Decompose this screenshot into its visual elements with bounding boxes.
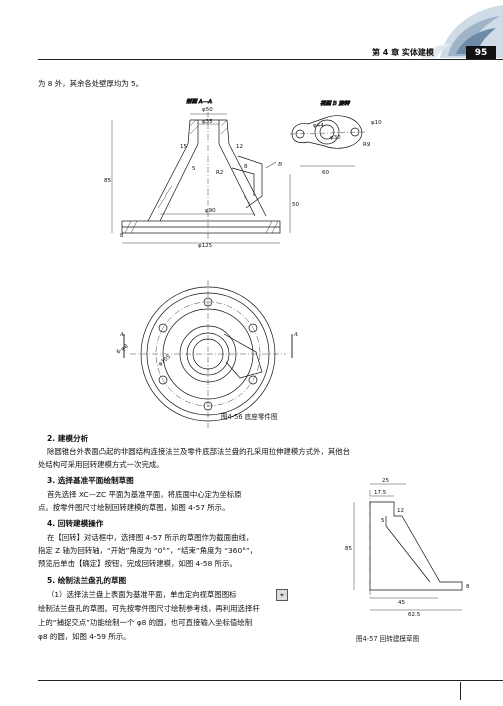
page-number: 95: [466, 46, 496, 60]
dim-d125: φ125: [198, 243, 213, 249]
header-rule: [38, 59, 503, 60]
para-revolve-1: 在【回转】对话框中，选择图 4-57 所示的草图作为截面曲线，: [47, 533, 254, 542]
heading-sketch-plane: 3. 选择基准平面绘制草图: [47, 476, 134, 485]
heading-modeling-analysis: 2. 建模分析: [47, 434, 89, 443]
dim-d35: φ35: [202, 119, 213, 125]
dim-d30: φ30: [330, 135, 341, 141]
para-plane-2: 点。按零件图尺寸绘制回转建模的草图，如图 4-57 所示。: [38, 503, 230, 512]
dim-v8: 8: [244, 164, 248, 170]
figure-4-56-caption: 图4-56 底座零件图: [221, 413, 278, 421]
dim-h50: 50: [292, 202, 299, 208]
dim-d10: φ10: [371, 120, 382, 126]
dim-w62-5: 62.5: [408, 612, 421, 618]
para-holes-3: 上的“捕捉交点”功能绘制一个 φ8 的圆，也可直接输入坐标值绘制: [38, 618, 253, 627]
footer-mark: [460, 682, 461, 700]
dim-r9: R9: [363, 142, 371, 148]
section-label: 剖面 A—A: [186, 98, 212, 105]
para-holes-1: （1）选择法兰盘上表面为基准平面，单击定向视草图图标: [47, 590, 237, 599]
para-revolve-2: 指定 Z 轴为回转轴，“开始”角度为 “0°”，“结束”角度为 “360°”，: [38, 546, 258, 555]
dim-r2: R2: [216, 170, 223, 176]
dim-d44: φ44: [313, 123, 324, 129]
dim-h85: 85: [104, 178, 111, 184]
heading-revolve: 4. 回转建模操作: [47, 519, 104, 528]
dim-w45: 45: [398, 600, 405, 606]
para-plane-1: 首先选择 XC—ZC 平面为基准平面，将底面中心定为坐标原: [47, 490, 242, 499]
dim-v12: 12: [236, 144, 243, 150]
dim-v8: 8: [466, 584, 470, 590]
dim-w17-5: 17.5: [374, 490, 387, 496]
dim-v12: 12: [397, 508, 404, 514]
figure-4-56: 剖面 A—A φ50 φ35 φ90 φ125 85 50 15 12 R2 5…: [104, 98, 382, 428]
page-header: 第 4 章 实体建模 95: [0, 0, 503, 62]
figure-4-57-caption: 图4-57 回转建模草图: [356, 635, 420, 643]
dim-v15: 15: [180, 144, 187, 150]
wave-decoration: [420, 5, 503, 58]
view-b-label: 视图 B 旋转: [320, 100, 351, 107]
footer-rule: [38, 680, 503, 681]
dim-h85: 85: [345, 546, 352, 552]
heading-flange-holes: 5. 绘制法兰盘孔的草图: [47, 576, 127, 585]
dim-d50: φ50: [202, 107, 213, 113]
section-mark-a-right: A: [293, 332, 298, 338]
dim-d105: φ105: [157, 354, 172, 368]
intro-line: 为 8 外，其余各处壁厚均为 5。: [38, 79, 144, 88]
dim-holes: 6-φ8: [116, 343, 130, 355]
dim-w60: 60: [322, 170, 329, 176]
figure-4-57: 25 17.5 85 12 5 8 45 62.5: [345, 478, 470, 618]
view-arrow-b: B: [277, 162, 282, 168]
dim-v8-base: 8: [120, 233, 124, 239]
para-revolve-3: 预览后单击【确定】按钮，完成回转建模，如图 4-58 所示。: [38, 559, 237, 568]
chapter-title: 第 4 章 实体建模: [372, 48, 434, 57]
dim-w25: 25: [382, 478, 389, 484]
para-holes-2: 绘制法兰盘孔的草图。可先按零件图尺寸绘制参考线，再利用选择杆: [38, 604, 260, 613]
dim-v5: 5: [381, 518, 385, 524]
para-analysis-1: 除圆锥台外表面凸起的非圆结构连接法兰及零件底部法兰盘的孔采用拉伸建模方式外，其他…: [47, 447, 351, 456]
dim-v5: 5: [192, 166, 196, 172]
sketch-orient-icon: ⌖: [276, 589, 288, 601]
para-holes-4: φ8 的圆，如图 4-59 所示。: [38, 632, 131, 641]
para-analysis-2: 处结构可采用回转建模方式一次完成。: [38, 460, 164, 469]
dim-d90: φ90: [205, 208, 216, 214]
section-mark-a-left: A: [119, 332, 124, 338]
